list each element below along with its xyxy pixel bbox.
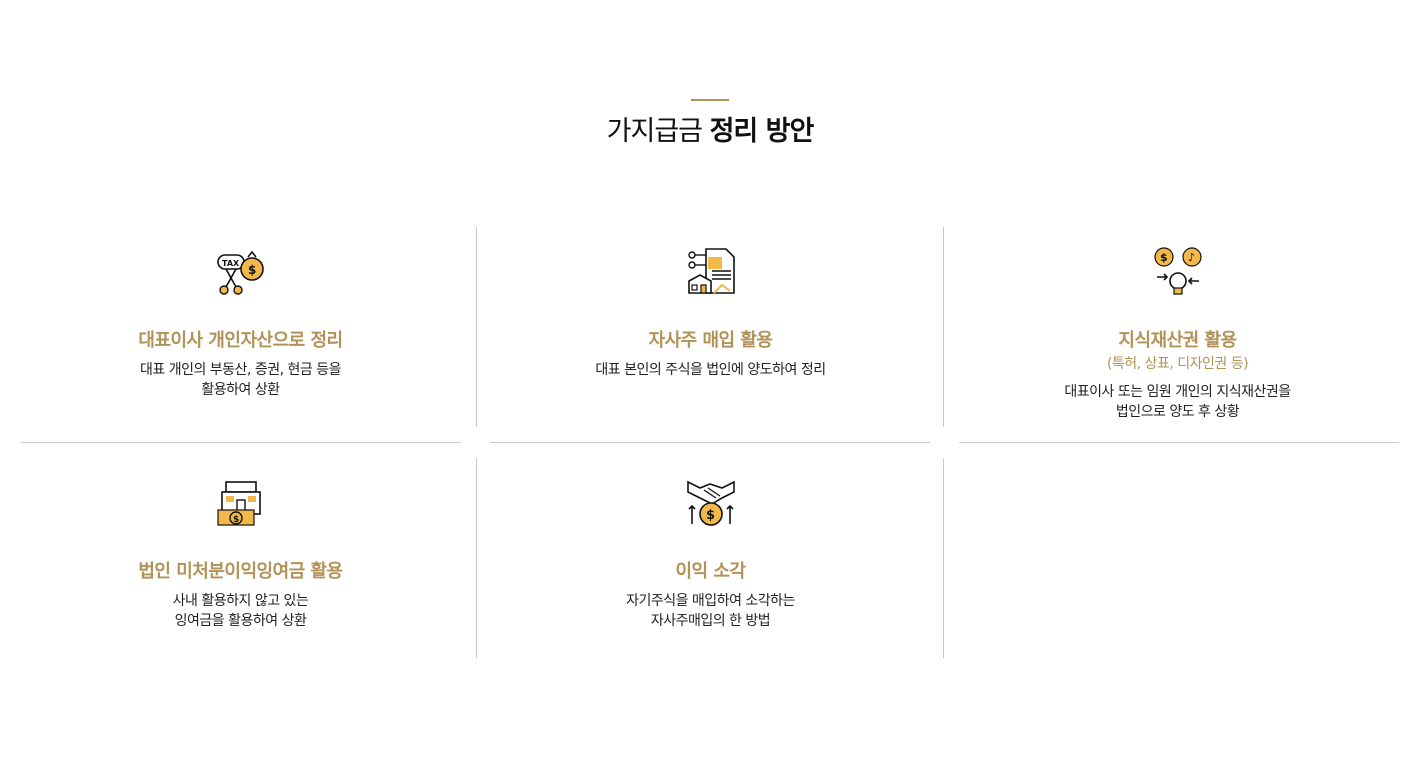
building-money-icon: $ <box>216 481 261 526</box>
plan-card-intellectual-property: $ ♪ 지식재산권 활용 (특허, 상표, 디자인권 등) 대표이사 또는 임원… <box>944 227 1411 427</box>
plan-heading: 법인 미처분이익잉여금 활용 <box>138 561 343 582</box>
plan-desc-line1: 자기주식을 매입하여 소각하는 <box>626 593 795 609</box>
plan-heading: 자사주 매입 활용 <box>648 330 773 351</box>
plan-heading: 대표이사 개인자산으로 정리 <box>138 330 343 351</box>
plan-desc-line1: 대표 본인의 주식을 법인에 양도하여 정리 <box>595 362 826 378</box>
svg-text:$: $ <box>248 263 256 277</box>
plan-desc-line1: 사내 활용하지 않고 있는 <box>172 593 309 609</box>
plan-desc-line2: 법인으로 양도 후 상황 <box>1115 404 1240 420</box>
plan-desc-line2: 잉여금을 활용하여 상환 <box>174 613 307 629</box>
plan-card-profit-retirement: $ 이익 소각 자기주식을 매입하여 소각하는 자사주매입의 한 방법 <box>477 458 944 658</box>
divider-vertical-bottom-2 <box>943 458 944 658</box>
divider-horizontal-1 <box>21 442 461 443</box>
title-accent-bar <box>691 99 729 101</box>
plan-subheading: (특허, 상표, 디자인권 등) <box>1106 356 1249 372</box>
stock-document-icon <box>687 248 735 294</box>
tax-scissors-icon: TAX $ <box>216 250 264 295</box>
divider-vertical-top-1 <box>476 227 477 427</box>
plan-desc-line1: 대표이사 또는 임원 개인의 지식재산권을 <box>1064 384 1291 400</box>
svg-text:$: $ <box>706 508 715 523</box>
handshake-coin-icon: $ <box>686 480 735 526</box>
divider-horizontal-3 <box>959 442 1399 443</box>
svg-text:TAX: TAX <box>222 259 240 268</box>
plan-card-personal-assets: TAX $ 대표이사 개인자산으로 정리 대표 개인의 부동산, 증권, 현금 … <box>7 227 474 427</box>
lightbulb-money-icon: $ ♪ <box>1153 247 1202 295</box>
svg-text:$: $ <box>233 515 239 525</box>
plan-heading: 지식재산권 활용 <box>1118 330 1237 351</box>
plan-desc-line1: 대표 개인의 부동산, 증권, 현금 등을 <box>140 362 341 378</box>
plan-heading: 이익 소각 <box>675 561 746 582</box>
plan-card-retained-earnings: $ 법인 미처분이익잉여금 활용 사내 활용하지 않고 있는 잉여금을 활용하여… <box>7 458 474 658</box>
plan-card-treasury-stock: 자사주 매입 활용 대표 본인의 주식을 법인에 양도하여 정리 <box>477 227 944 427</box>
svg-text:♪: ♪ <box>1188 251 1195 264</box>
plan-desc-line2: 활용하여 상환 <box>201 382 280 398</box>
title-light: 가지급금 <box>606 116 710 147</box>
plan-desc-line2: 자사주매입의 한 방법 <box>650 613 771 629</box>
title-bold: 정리 방안 <box>709 116 815 147</box>
page-title: 가지급금 정리 방안 <box>0 112 1420 152</box>
divider-vertical-top-2 <box>943 227 944 427</box>
divider-vertical-bottom-1 <box>476 458 477 658</box>
divider-horizontal-2 <box>490 442 930 443</box>
svg-text:$: $ <box>1160 251 1168 264</box>
